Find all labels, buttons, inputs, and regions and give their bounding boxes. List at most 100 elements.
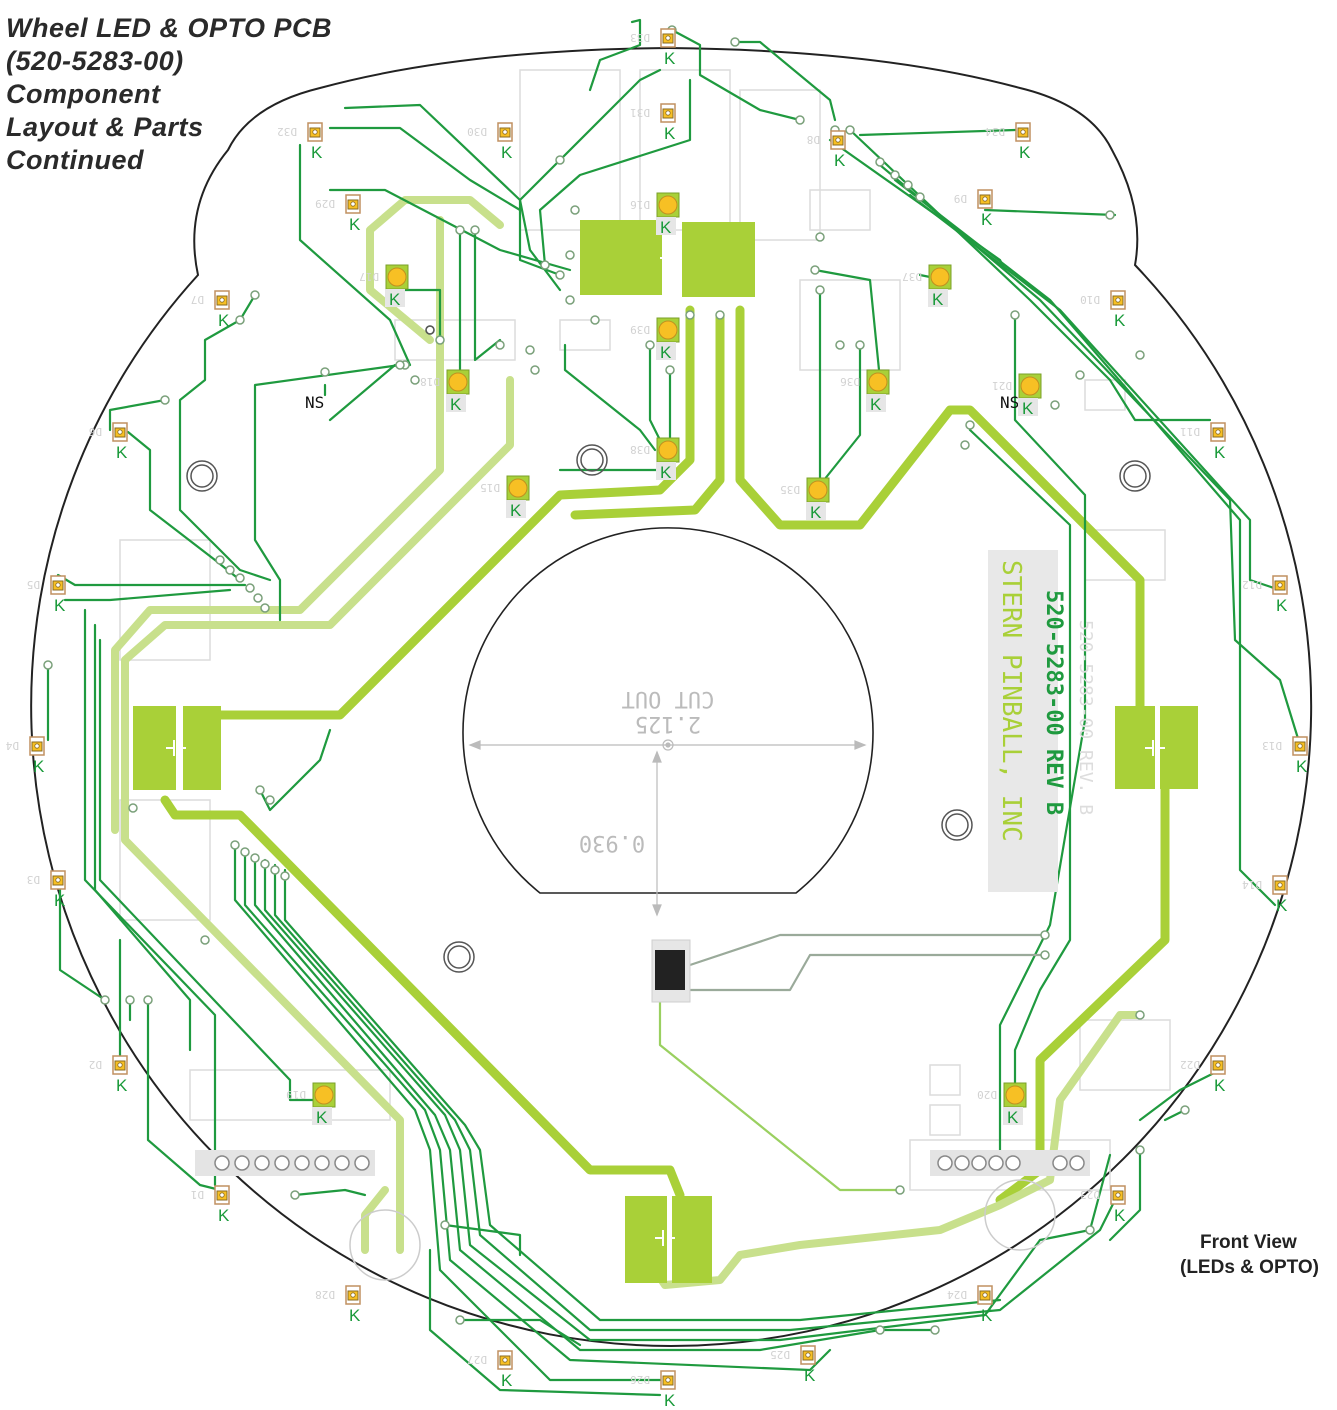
- connector-j1: [195, 1150, 375, 1176]
- led-ref-label: D4: [5, 739, 19, 752]
- ns-label-left: NS: [305, 393, 324, 412]
- led-ref-label: D15: [480, 481, 500, 494]
- led-dome: [508, 478, 528, 498]
- cathode-mark: K: [1296, 757, 1308, 776]
- led-lens: [117, 1062, 123, 1068]
- led-ref-label: D28: [315, 1288, 335, 1301]
- led-dome: [314, 1085, 334, 1105]
- led-ref-label: D33: [630, 31, 650, 44]
- led-ref-label: D10: [1080, 293, 1100, 306]
- cathode-mark: K: [349, 215, 361, 234]
- led-lens: [350, 1292, 356, 1298]
- led-lens: [34, 743, 40, 749]
- led-ref-label: D29: [315, 197, 335, 210]
- cathode-mark: K: [932, 290, 944, 309]
- cathode-mark: K: [218, 311, 230, 330]
- cathode-mark: K: [1019, 143, 1031, 162]
- led-lens: [665, 110, 671, 116]
- led-lens: [805, 1352, 811, 1358]
- part-number-background: [988, 550, 1058, 892]
- cathode-mark: K: [1276, 896, 1288, 915]
- cathode-mark: K: [1022, 399, 1034, 418]
- led-ref-label: D7: [191, 293, 204, 306]
- led-silk: [656, 217, 676, 235]
- led-d12: K D12: [1242, 575, 1288, 615]
- cathode-mark: K: [116, 1076, 128, 1095]
- led-lens: [1277, 882, 1283, 888]
- led-d29: K D29: [315, 194, 361, 234]
- cathode-mark: K: [834, 151, 846, 170]
- cathode-mark: K: [1114, 1206, 1126, 1225]
- vias: [43, 25, 1190, 1335]
- led-dome: [868, 372, 888, 392]
- led-ref-label: D22: [1180, 1058, 1200, 1071]
- led-dome: [808, 480, 828, 500]
- led-ref-label: D31: [630, 106, 650, 119]
- cathode-mark: K: [54, 891, 66, 910]
- led-ref-label: D30: [467, 125, 487, 138]
- led-d31: K D31: [630, 103, 676, 143]
- cathode-mark: K: [1214, 1076, 1226, 1095]
- led-lens: [502, 1357, 508, 1363]
- led-silk: [446, 394, 466, 412]
- led-d7: K D7: [191, 290, 230, 330]
- led-dome: [387, 267, 407, 287]
- led-d22: K D22: [1180, 1055, 1226, 1095]
- led-silk: [312, 1107, 332, 1125]
- led-silk: [866, 394, 886, 412]
- cathode-mark: K: [660, 463, 672, 482]
- view-label-line: (LEDs & OPTO): [1180, 1257, 1319, 1278]
- cathode-mark: K: [664, 1391, 676, 1410]
- led-ref-label: D5: [27, 578, 40, 591]
- led-layer: KD33KD31KD30KD32KD29KD34KD9KD8KD10KD7KD6…: [5, 28, 1308, 1410]
- led-d9: KD9: [954, 189, 993, 229]
- led-ref-label: D20: [977, 1088, 997, 1101]
- led-d3: KD3: [27, 870, 66, 910]
- cathode-mark: K: [389, 290, 401, 309]
- cathode-mark: K: [981, 1306, 993, 1325]
- led-dome: [1020, 376, 1040, 396]
- led-silk: [806, 502, 826, 520]
- led-lens: [982, 1292, 988, 1298]
- cathode-mark: K: [349, 1306, 361, 1325]
- maker-text: STERN PINBALL, INC: [996, 560, 1026, 842]
- led-lens: [219, 297, 225, 303]
- signal-traces: [46, 18, 1302, 1397]
- cathode-mark: K: [316, 1108, 328, 1127]
- led-dome: [448, 372, 468, 392]
- led-lens: [1215, 429, 1221, 435]
- led-silk: [506, 500, 526, 518]
- diagram-caption: Wheel LED & OPTO PCB (520-5283-00) Compo…: [6, 12, 332, 177]
- cathode-mark: K: [664, 124, 676, 143]
- led-lens: [1020, 129, 1026, 135]
- led-ref-label: D9: [954, 192, 967, 205]
- led-ref-label: D19: [286, 1088, 306, 1101]
- led-ref-label: D12: [1242, 578, 1262, 591]
- led-ref-label: D18: [420, 375, 440, 388]
- led-dome: [658, 195, 678, 215]
- opto-sensor: [651, 939, 691, 1003]
- connector-j2: [930, 1150, 1090, 1176]
- led-d6: KD6: [89, 422, 128, 462]
- led-ref-label: D21: [992, 379, 1012, 392]
- cathode-mark: K: [660, 343, 672, 362]
- cathode-mark: K: [1276, 596, 1288, 615]
- cathode-mark: K: [218, 1206, 230, 1225]
- mounting-holes: [186, 325, 1151, 973]
- center-cutout: [462, 527, 874, 894]
- led-ref-label: D6: [89, 425, 102, 438]
- led-silk: [656, 342, 676, 360]
